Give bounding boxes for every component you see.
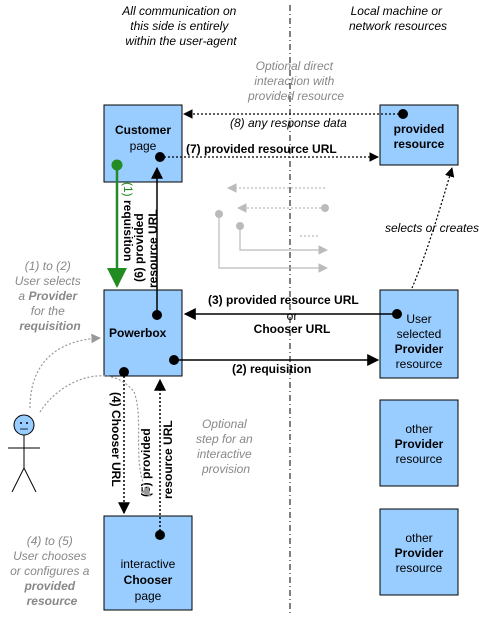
note-one-to-two: (1) to (2) User selects a Provider for t…	[15, 257, 85, 333]
svg-text:resource URL: resource URL	[161, 420, 175, 499]
chooser-page-box: interactive Chooser page	[103, 515, 193, 611]
svg-text:page: page	[130, 139, 157, 153]
svg-text:provided: provided	[394, 122, 445, 136]
svg-text:(3) provided resource URL: (3) provided resource URL	[208, 293, 359, 307]
svg-text:Powerbox: Powerbox	[109, 326, 167, 340]
arrow-step8: (8) any response data	[183, 109, 408, 130]
arrow-step2: (2) requisition	[169, 354, 380, 376]
svg-text:Provider: Provider	[395, 546, 444, 560]
svg-text:resource URL: resource URL	[146, 209, 160, 288]
user-selected-provider-box: User selected Provider resource	[379, 289, 459, 379]
arrow-step4: (4) Chooser URL	[109, 367, 130, 515]
svg-text:resource: resource	[394, 137, 445, 151]
optional-step-note: Optional step for an interactive provisi…	[196, 417, 256, 476]
svg-text:page: page	[135, 589, 162, 603]
note-four-to-five: (4) to (5) User chooses or configures a …	[10, 532, 94, 608]
user-stick-figure-icon	[8, 414, 40, 493]
svg-text:(8) any response data: (8) any response data	[230, 116, 347, 130]
svg-text:(2) requisition: (2) requisition	[232, 362, 311, 376]
svg-text:other: other	[405, 422, 432, 436]
optional-direct-note: Optional direct interaction with provide…	[247, 59, 344, 103]
user-interaction-curves	[29, 333, 151, 497]
right-column-header: Local machine or network resources	[349, 4, 447, 33]
arrow-step1-requisition: (1) requisition	[107, 159, 135, 288]
svg-text:other: other	[405, 531, 432, 545]
svg-text:selected: selected	[397, 327, 442, 341]
svg-text:Provider: Provider	[395, 342, 444, 356]
gray-loop-decoration	[215, 183, 329, 273]
powerbox-box: Powerbox	[103, 289, 183, 377]
other-provider-box-1: other Provider resource	[379, 399, 459, 487]
svg-text:Chooser: Chooser	[124, 573, 173, 587]
svg-text:User: User	[406, 312, 431, 326]
svg-text:requisition: requisition	[121, 200, 135, 261]
svg-text:selects or creates: selects or creates	[385, 221, 479, 235]
left-column-header: All communication on this side is entire…	[121, 4, 239, 48]
svg-text:or: or	[287, 309, 298, 323]
svg-text:(5) provided: (5) provided	[139, 428, 153, 497]
other-provider-box-2: other Provider resource	[379, 508, 459, 596]
svg-text:(1): (1)	[121, 182, 135, 197]
customer-page-box: Customer page	[103, 104, 183, 183]
arrow-step3: (3) provided resource URL or Chooser URL	[183, 293, 402, 336]
svg-text:resource: resource	[396, 357, 443, 371]
arrow-step7: (7) provided resource URL	[155, 142, 379, 162]
arrow-step5: (5) provided resource URL	[139, 378, 175, 540]
svg-text:Provider: Provider	[395, 437, 444, 451]
svg-text:(6) provided: (6) provided	[132, 213, 146, 282]
svg-text:resource: resource	[396, 452, 443, 466]
provided-resource-box: provided resource	[379, 104, 459, 166]
svg-text:interactive: interactive	[121, 557, 176, 571]
svg-text:(7) provided resource URL: (7) provided resource URL	[186, 142, 337, 156]
svg-text:resource: resource	[396, 561, 443, 575]
svg-text:(4) Chooser URL: (4) Chooser URL	[109, 392, 123, 487]
svg-text:Customer: Customer	[115, 123, 171, 137]
svg-text:Chooser URL: Chooser URL	[254, 322, 331, 336]
arrow-step6-upper: (6) provided resource URL	[132, 166, 163, 320]
arrow-selects-or-creates: selects or creates	[385, 167, 479, 289]
